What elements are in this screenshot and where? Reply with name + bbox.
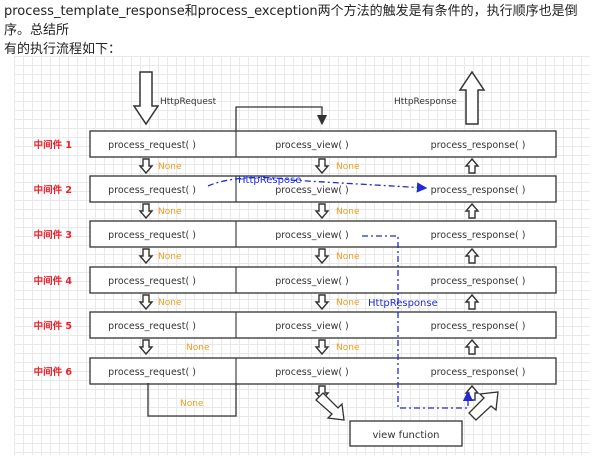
process-view-cell: process_view( ) <box>275 230 349 241</box>
http-response-label: HttpResponse <box>394 97 457 107</box>
response-up-arrow <box>464 384 480 401</box>
middleware-box <box>89 175 557 203</box>
middleware-flow-svg: HttpRequest HttpResponse 中间件 1 process_re… <box>34 70 557 447</box>
middleware-label: 中间件 5 <box>34 320 72 332</box>
intro-line-1: process_template_response和process_except… <box>4 4 578 38</box>
http-response-arrow <box>458 70 486 125</box>
process-request-cell: process_request( ) <box>108 276 196 287</box>
none-label: None <box>336 207 360 217</box>
none-label: None <box>336 343 360 353</box>
none-label: None <box>336 298 360 308</box>
process-view-cell: process_view( ) <box>275 276 349 287</box>
process-view-cell: process_view( ) <box>275 321 349 332</box>
process-request-cell: process_request( ) <box>108 367 196 378</box>
none-label: None <box>336 252 360 262</box>
process-response-cell: process_response( ) <box>431 367 526 378</box>
request-to-view-line <box>235 106 328 131</box>
middleware-box <box>89 220 557 248</box>
request-down-arrow <box>138 203 154 220</box>
none-label: None <box>158 298 182 308</box>
middleware-label: 中间件 4 <box>34 275 73 287</box>
none-label: None <box>186 343 210 353</box>
middleware-box <box>89 266 557 294</box>
request-down-arrow <box>138 339 154 356</box>
none-label: None <box>158 252 182 262</box>
middleware-label: 中间件 2 <box>34 184 72 196</box>
view-function-label: view function <box>372 430 439 441</box>
http-request-arrow <box>132 71 160 126</box>
middleware-box <box>89 130 557 158</box>
response-up-arrow <box>464 338 480 355</box>
middleware-label: 中间件 6 <box>34 366 73 378</box>
shortcut-arrow-2 <box>362 235 474 409</box>
request-down-arrow <box>138 294 154 311</box>
view-down-arrow <box>314 294 330 311</box>
process-response-cell: process_response( ) <box>431 321 526 332</box>
http-request-label: HttpRequest <box>160 97 217 107</box>
response-up-arrow <box>464 247 480 264</box>
bottom-none-label: None <box>180 399 204 409</box>
request-down-arrow <box>138 248 154 265</box>
response-up-arrow <box>464 293 480 310</box>
process-view-cell: process_view( ) <box>275 185 349 196</box>
request-down-arrow <box>138 158 154 175</box>
process-request-cell: process_request( ) <box>108 230 196 241</box>
process-response-cell: process_response( ) <box>431 185 526 196</box>
middleware-box <box>89 357 557 385</box>
middleware-label: 中间件 3 <box>34 229 72 241</box>
from-view-function-arrow <box>468 391 499 421</box>
intro-text: process_template_response和process_except… <box>4 2 600 59</box>
view-function-box <box>349 420 463 447</box>
middleware-flow-diagram: HttpRequest HttpResponse 中间件 1 process_re… <box>14 56 590 455</box>
process-request-cell: process_request( ) <box>108 185 196 196</box>
intro-line-2: 有的执行流程如下： <box>4 42 122 57</box>
to-view-function-arrow <box>315 392 345 421</box>
process-response-cell: process_response( ) <box>431 140 526 151</box>
view-down-arrow <box>314 203 330 220</box>
process-view-cell: process_view( ) <box>275 140 349 151</box>
response-up-arrow <box>464 202 480 219</box>
process-response-cell: process_response( ) <box>431 276 526 287</box>
process-view-cell: process_view( ) <box>275 367 349 378</box>
view-down-arrow <box>314 339 330 356</box>
bottom-route-line <box>147 383 237 417</box>
view-down-arrow <box>314 248 330 265</box>
none-label: None <box>158 162 182 172</box>
middleware-box <box>89 311 557 339</box>
none-label: None <box>336 162 360 172</box>
none-label: None <box>158 207 182 217</box>
view-down-arrow <box>314 158 330 175</box>
shortcut-label-2: HttpResponse <box>368 298 438 309</box>
process-request-cell: process_request( ) <box>108 140 196 151</box>
shortcut-label-1: HttpRespose <box>238 175 301 186</box>
middleware-label: 中间件 1 <box>34 139 72 151</box>
shortcut-arrow-1 <box>207 176 428 193</box>
process-request-cell: process_request( ) <box>108 321 196 332</box>
response-up-arrow <box>464 157 480 174</box>
process-response-cell: process_response( ) <box>431 230 526 241</box>
